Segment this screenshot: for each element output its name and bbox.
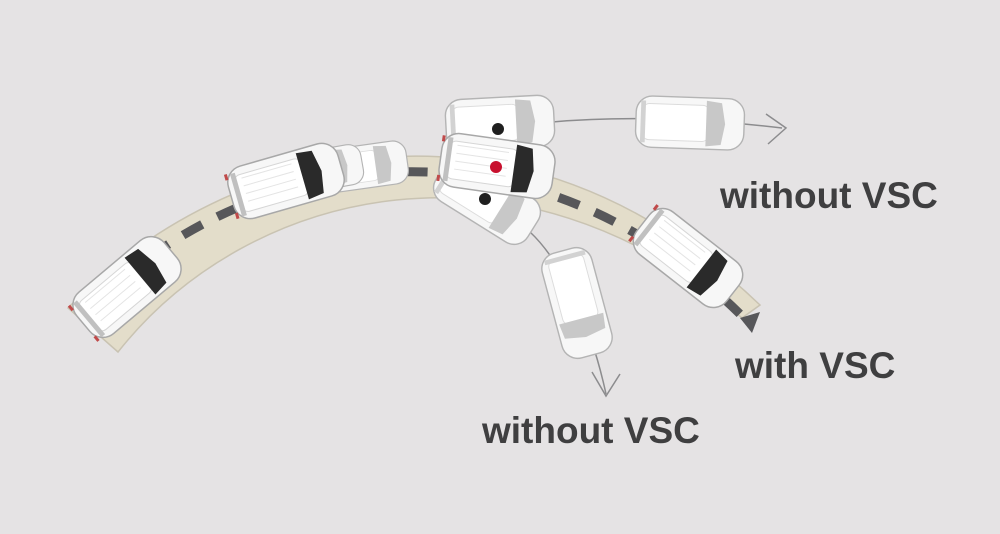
circle-dot-icon	[479, 193, 491, 205]
open-arrowhead-icon	[765, 113, 788, 145]
label-without-vsc-understeer: without VSC	[720, 175, 938, 216]
circle-dot-icon	[492, 123, 504, 135]
open-arrowhead-icon	[591, 371, 621, 398]
circle-dot-icon	[490, 161, 502, 173]
minivan-top-view-icon	[634, 94, 746, 152]
minivan-top-view-icon	[537, 243, 617, 363]
label-with-vsc: with VSC	[735, 345, 896, 386]
path-arrowhead	[740, 312, 760, 333]
label-without-vsc-oversteer: without VSC	[482, 410, 700, 451]
